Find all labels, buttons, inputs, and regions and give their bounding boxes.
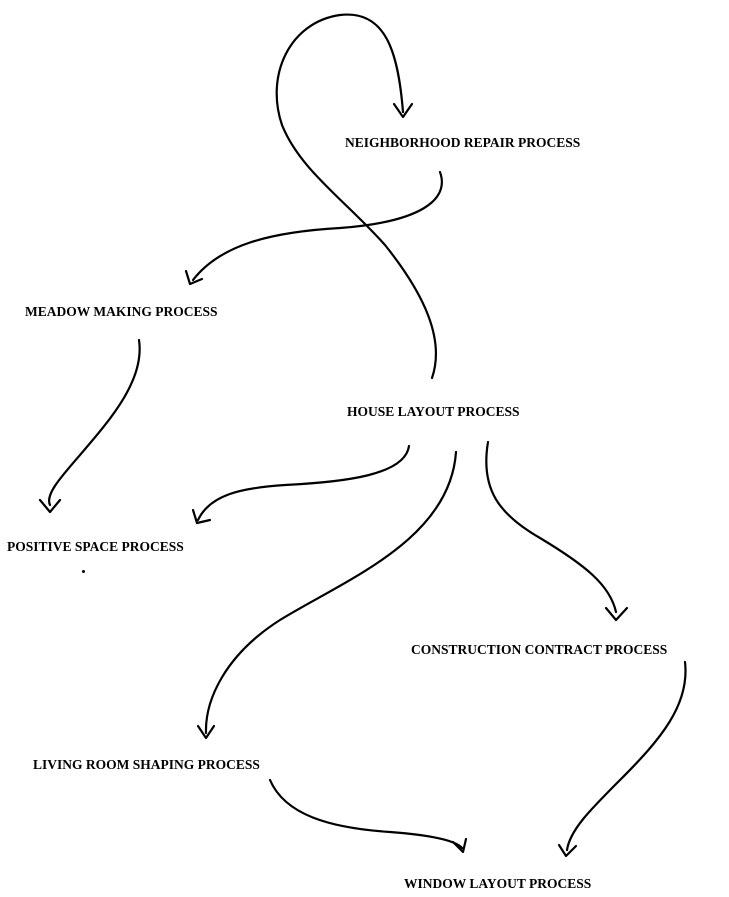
stray-ink-dot	[82, 570, 85, 573]
arrowhead-construction	[604, 606, 629, 622]
edge-house-to-neighborhood	[275, 13, 437, 380]
arrowhead-positive-right	[191, 508, 212, 525]
node-meadow-making: MEADOW MAKING PROCESS	[25, 304, 218, 319]
node-construction-contract: CONSTRUCTION CONTRACT PROCESS	[411, 642, 668, 657]
edge-living-to-window	[268, 778, 464, 850]
node-neighborhood-repair: NEIGHBORHOOD REPAIR PROCESS	[345, 135, 581, 150]
node-house-layout: HOUSE LAYOUT PROCESS	[347, 404, 520, 419]
node-living-room-shaping: LIVING ROOM SHAPING PROCESS	[33, 757, 260, 772]
arrowhead-meadow	[184, 269, 204, 286]
arrowhead-window-right	[557, 843, 578, 858]
arrowhead-positive-left	[38, 498, 62, 514]
edge-house-to-living	[204, 450, 458, 735]
arrowhead-living	[196, 724, 216, 740]
edge-house-to-positive	[196, 444, 411, 522]
edge-house-to-construction	[485, 440, 618, 614]
node-positive-space: POSITIVE SPACE PROCESS	[7, 539, 184, 554]
arrowhead-window-left	[451, 837, 468, 854]
arrowhead-neighborhood	[392, 102, 414, 119]
edge-neighborhood-to-meadow	[191, 170, 443, 282]
edge-meadow-to-positive	[47, 338, 141, 507]
edge-construction-to-window	[565, 660, 687, 852]
node-window-layout: WINDOW LAYOUT PROCESS	[404, 876, 592, 891]
